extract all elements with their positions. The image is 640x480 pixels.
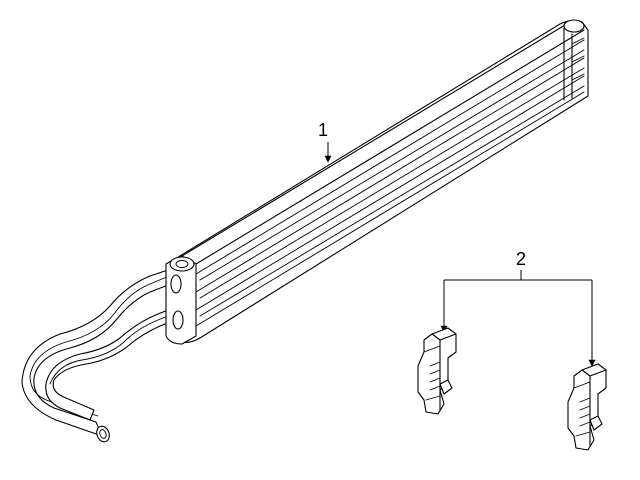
callout-2-label: 2: [516, 249, 526, 269]
bracket-left: [417, 327, 457, 415]
bracket-parts: 2: [417, 249, 607, 451]
oil-cooler-part: 1: [21, 19, 589, 443]
callout-1-label: 1: [318, 120, 328, 140]
cooler-hose: [21, 267, 181, 443]
bracket-right: [567, 363, 607, 451]
cooler-body: [165, 19, 589, 345]
